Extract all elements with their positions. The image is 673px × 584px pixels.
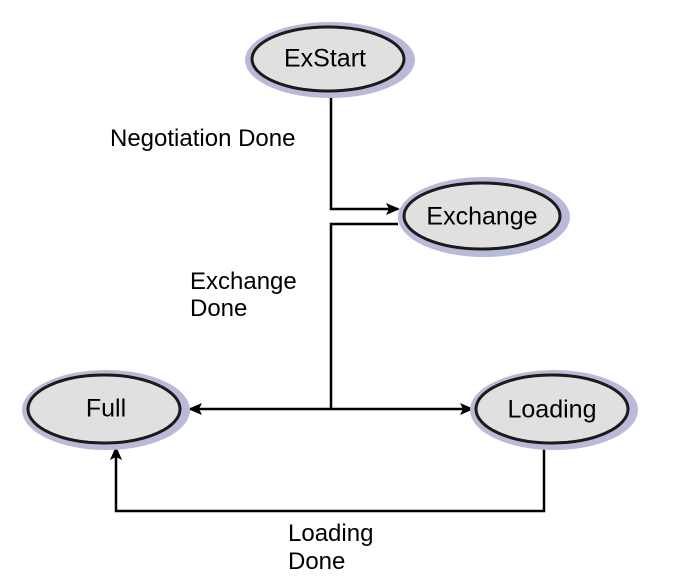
state-exstart: ExStart xyxy=(245,22,415,98)
state-body xyxy=(26,373,182,445)
state-exchange: Exchange xyxy=(398,177,570,257)
edge-line-exchange-done-trunk xyxy=(329,222,398,409)
state-label-loading: Loading xyxy=(508,396,597,424)
state-label-exstart: ExStart xyxy=(284,45,366,73)
edge-line-negotiation-done xyxy=(329,96,400,215)
edge-exchange-done xyxy=(188,222,474,415)
state-full: Full xyxy=(22,370,190,450)
state-label-exchange: Exchange xyxy=(426,203,537,231)
state-body xyxy=(474,373,630,445)
state-label-full: Full xyxy=(86,395,126,423)
edge-label-exchange-done-line2: Done xyxy=(190,295,247,322)
edge-label-negotiation-done: Negotiation Done xyxy=(110,125,295,152)
edge-line-loading-done xyxy=(110,446,546,513)
edge-negotiation-done xyxy=(329,96,400,215)
edge-label-loading-done-line2: Done xyxy=(288,548,345,575)
state-body xyxy=(250,25,406,93)
state-loading: Loading xyxy=(470,370,638,450)
state-body xyxy=(402,181,562,251)
edge-label-exchange-done-line1: Exchange xyxy=(190,268,297,295)
edge-loading-done xyxy=(110,446,546,513)
edge-label-loading-done-line1: Loading xyxy=(288,520,373,547)
